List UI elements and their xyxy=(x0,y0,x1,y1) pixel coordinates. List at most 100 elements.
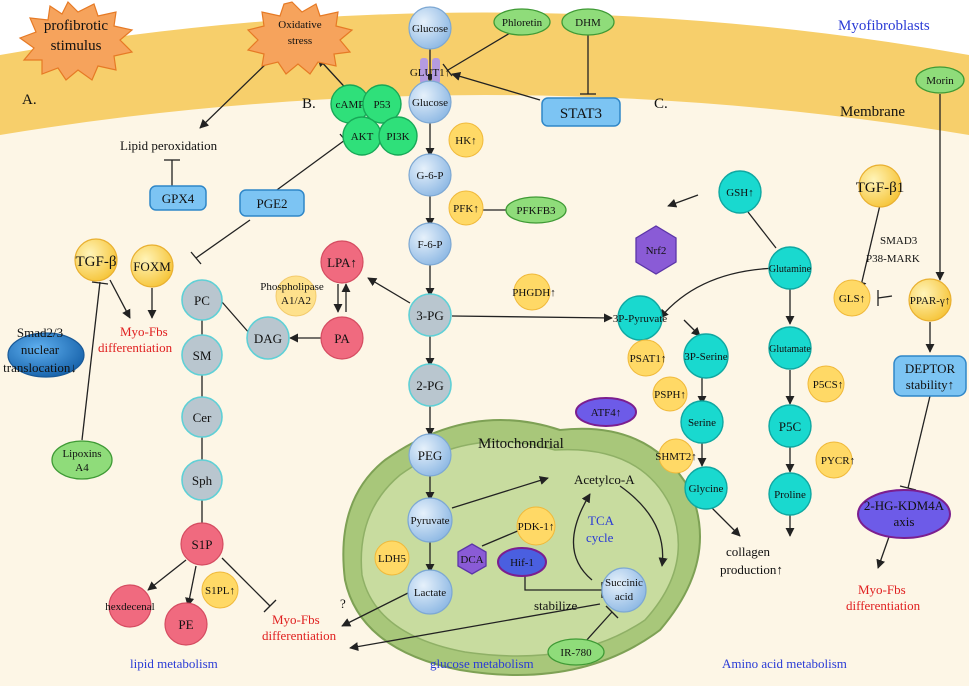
svg-text:GLUT1↑: GLUT1↑ xyxy=(410,67,450,79)
svg-text:3P-Pyruvate: 3P-Pyruvate xyxy=(613,313,668,325)
glutamine-node: Glutamine xyxy=(768,246,812,290)
svg-text:translocation↓: translocation↓ xyxy=(3,360,77,375)
pg3-node: 3-PG xyxy=(408,293,452,337)
collagen-label-1: collagen xyxy=(726,544,771,559)
svg-text:IR-780: IR-780 xyxy=(560,647,592,659)
svg-text:Nrf2: Nrf2 xyxy=(646,245,667,257)
mito-label: Mitochondrial xyxy=(478,436,564,452)
amino-footer: Amino acid metabolism xyxy=(722,656,847,671)
s1pl-enzyme: S1PL↑ xyxy=(201,571,239,609)
svg-text:stability↑: stability↑ xyxy=(906,377,954,392)
sm-node: SM xyxy=(181,334,223,376)
svg-text:nuclear: nuclear xyxy=(21,342,60,357)
svg-text:Cer: Cer xyxy=(193,410,212,425)
svg-text:A4: A4 xyxy=(75,462,89,474)
ldh5-enzyme: LDH5 xyxy=(374,540,410,576)
gpx4-box: GPX4 xyxy=(149,185,207,211)
p3serine-node: 3P-Serine xyxy=(683,333,729,379)
sph-node: Sph xyxy=(181,459,223,501)
cell-label: Myofibroblasts xyxy=(838,18,930,34)
svg-text:HK↑: HK↑ xyxy=(455,135,476,147)
dhm-pill: DHM xyxy=(561,8,615,36)
svg-text:PA: PA xyxy=(334,331,350,346)
atf4-oval: ATF4↑ xyxy=(575,397,637,427)
svg-text:STAT3: STAT3 xyxy=(560,106,602,122)
p5cs-enzyme: P5CS↑ xyxy=(807,365,845,403)
svg-text:PYCR↑: PYCR↑ xyxy=(821,455,855,467)
profibrotic-label-1: profibrotic xyxy=(44,18,108,34)
svg-text:Glucose: Glucose xyxy=(412,97,448,109)
svg-text:2-HG-KDM4A: 2-HG-KDM4A xyxy=(864,498,945,513)
pc-node: PC xyxy=(181,279,223,321)
phospholipase-enzyme: Phospholipase A1/A2 xyxy=(260,275,324,317)
svg-text:PE: PE xyxy=(178,617,193,632)
stabilize-label: stabilize xyxy=(534,598,578,613)
svg-text:axis: axis xyxy=(894,514,915,529)
myofbs-label-2a: Myo-Fbs xyxy=(272,612,320,627)
dag-node: DAG xyxy=(246,316,290,360)
pg2-node: 2-PG xyxy=(408,363,452,407)
gsh-node: GSH↑ xyxy=(718,170,762,214)
pi3k-node: PI3K xyxy=(378,116,418,156)
svg-text:SM: SM xyxy=(193,348,212,363)
proline-node: Proline xyxy=(768,472,812,516)
s1p-node: S1P xyxy=(180,522,224,566)
hk-enzyme: HK↑ xyxy=(448,122,484,158)
svg-text:AKT: AKT xyxy=(351,131,374,143)
pfk-enzyme: PFK↑ xyxy=(448,190,484,226)
ppar-node: PPAR-γ↑ xyxy=(908,278,952,322)
svg-text:PHGDH↑: PHGDH↑ xyxy=(512,287,555,299)
glucose-in-node: Glucose xyxy=(408,80,452,124)
svg-text:Glycine: Glycine xyxy=(689,483,724,495)
svg-text:ATF4↑: ATF4↑ xyxy=(591,407,622,419)
svg-text:Glucose: Glucose xyxy=(412,23,448,35)
svg-text:P5CS↑: P5CS↑ xyxy=(813,379,844,391)
oxidative-label-1: Oxidative xyxy=(278,19,321,31)
glutamate-node: Glutamate xyxy=(768,326,812,370)
svg-text:SHMT2↑: SHMT2↑ xyxy=(655,451,697,463)
svg-text:DAG: DAG xyxy=(254,331,282,346)
svg-text:Glutamate: Glutamate xyxy=(769,344,811,355)
svg-text:PFK↑: PFK↑ xyxy=(453,203,479,215)
glucose-footer: glucose metabolism xyxy=(430,656,534,671)
svg-text:2-PG: 2-PG xyxy=(416,378,443,393)
cer-node: Cer xyxy=(181,396,223,438)
profibrotic-label-2: stimulus xyxy=(51,38,102,54)
svg-text:Proline: Proline xyxy=(774,489,806,501)
svg-text:PSAT1↑: PSAT1↑ xyxy=(630,353,667,365)
phloretin-pill: Phloretin xyxy=(493,8,551,36)
tca-label-1: TCA xyxy=(588,513,615,528)
svg-text:P53: P53 xyxy=(373,99,391,111)
glut1-transporter: GLUT1↑ xyxy=(410,58,450,84)
phgdh-enzyme: PHGDH↑ xyxy=(512,273,556,311)
gls-enzyme: GLS↑ xyxy=(833,279,871,317)
glucose-out-node: Glucose xyxy=(408,6,452,50)
svg-text:acid: acid xyxy=(615,591,634,603)
myofbs-label-1b: differentiation xyxy=(98,340,173,355)
hexdecenal-node: hexdecenal xyxy=(105,584,155,628)
dca-hexagon: DCA xyxy=(457,543,487,575)
panel-b-label: B. xyxy=(302,96,316,112)
tgfb-node: TGF-β xyxy=(74,238,118,282)
myofbs-label-3b: differentiation xyxy=(846,598,921,613)
svg-text:G-6-P: G-6-P xyxy=(417,170,444,182)
svg-text:F-6-P: F-6-P xyxy=(417,239,442,251)
connectors xyxy=(81,29,945,652)
svg-text:Lactate: Lactate xyxy=(414,587,446,599)
collagen-label-2: production↑ xyxy=(720,562,783,577)
akt-node: AKT xyxy=(342,116,382,156)
lipid-footer: lipid metabolism xyxy=(130,656,218,671)
oxidative-label-2: stress xyxy=(288,35,312,47)
svg-text:DEPTOR: DEPTOR xyxy=(905,361,956,376)
nrf2-hexagon: Nrf2 xyxy=(635,225,677,275)
svg-text:Smad2/3: Smad2/3 xyxy=(17,325,63,340)
svg-text:DHM: DHM xyxy=(575,17,601,29)
svg-text:Glutamine: Glutamine xyxy=(769,264,812,275)
smad3-label: SMAD3 xyxy=(880,235,918,247)
tgfb1-node: TGF-β1 xyxy=(856,164,904,208)
svg-text:FOXM: FOXM xyxy=(133,259,171,274)
svg-text:PEG: PEG xyxy=(418,448,443,463)
succinic-node: Succinic acid xyxy=(601,567,647,613)
